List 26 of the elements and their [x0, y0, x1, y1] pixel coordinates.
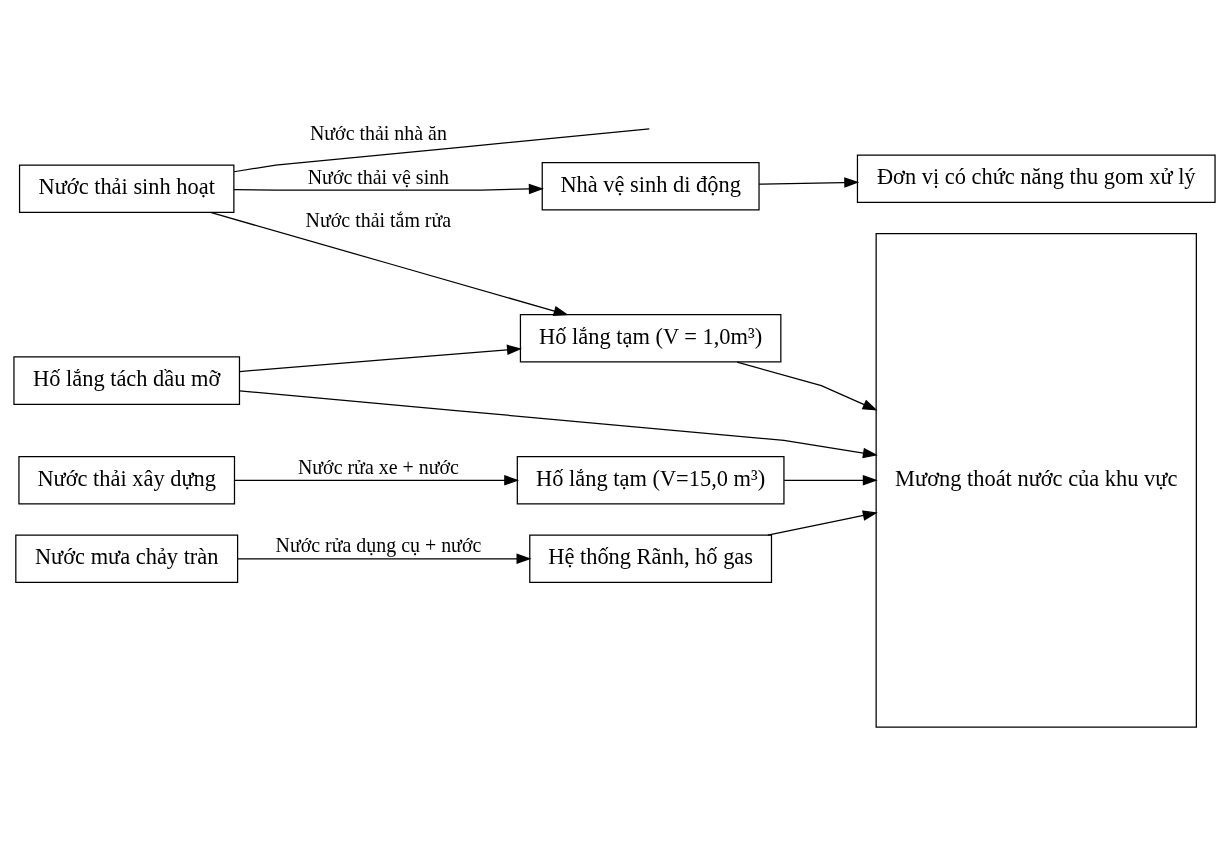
arrow [758, 176, 860, 188]
node-box: Nước thải xây dựng [18, 455, 236, 505]
arrow [238, 344, 522, 372]
node-box: Hệ thống Rãnh, hố gas [529, 534, 773, 583]
edge-label: Nước thải vệ sinh [307, 165, 450, 188]
node-box: Hố lắng tạm (V = 1,0m³) [519, 313, 782, 363]
arrow [239, 389, 878, 458]
node-box: Nước thải sinh hoạt [18, 163, 235, 213]
node-box: Hố lắng tách dầu mỡ [13, 355, 241, 405]
arrow [767, 509, 878, 536]
node-box: Nhà vệ sinh di động [541, 161, 760, 211]
node-box: Hố lắng tạm (V=15,0 m³) [516, 455, 785, 505]
edge-label: Nước thải tắm rửa [305, 208, 452, 231]
arrow [736, 360, 878, 411]
node-box: Nước mưa chảy tràn [15, 534, 239, 583]
edge-label: Nước rửa xe + nước [297, 455, 459, 478]
edge-label: Nước rửa dụng cụ + nước [275, 533, 482, 556]
arrow [234, 474, 520, 486]
arrow [233, 183, 544, 194]
arrow [783, 474, 878, 486]
arrow [237, 553, 532, 564]
node-box: Mương thoát nước của khu vực [875, 232, 1197, 728]
arrow [209, 211, 569, 316]
edge-label: Nước thải nhà ăn [309, 121, 447, 144]
connector [233, 127, 650, 172]
node-box: Đơn vị có chức năng thu gom xử lý [856, 154, 1216, 203]
